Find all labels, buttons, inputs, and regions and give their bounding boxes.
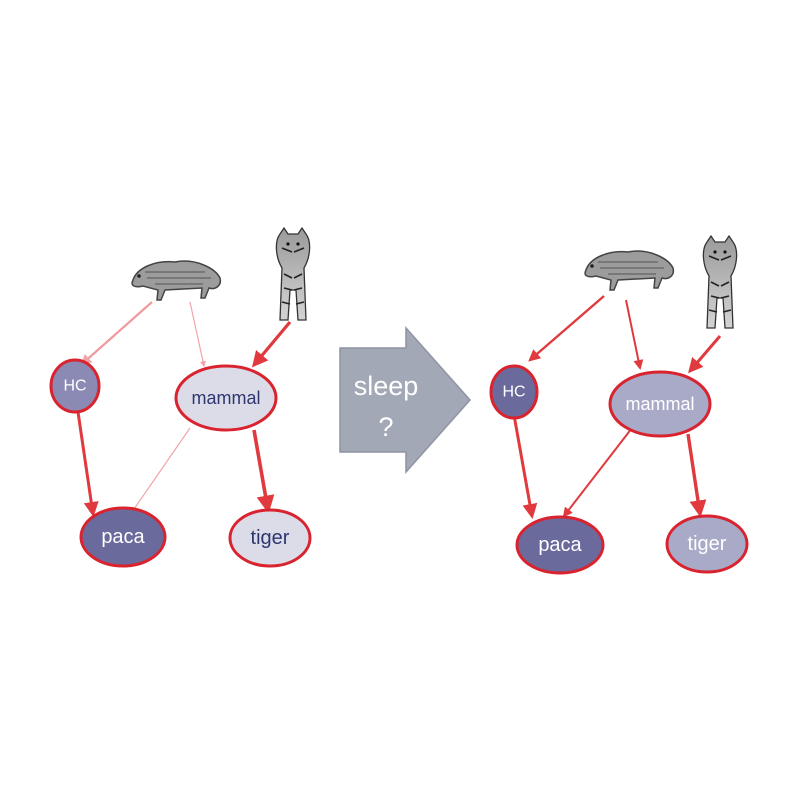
paca-icon xyxy=(131,260,222,301)
tiger-icon xyxy=(702,234,738,329)
node-hc-label: HC xyxy=(502,384,525,401)
edge-hc-to-paca xyxy=(76,411,99,517)
paca-icon xyxy=(584,250,675,291)
edge-mammal-to-paca xyxy=(562,427,633,518)
question-mark-label: ? xyxy=(378,412,393,442)
edge-mammal-to-tiger xyxy=(686,433,707,518)
node-hc-label: HC xyxy=(63,378,86,395)
after-panel: HC mammal paca tiger xyxy=(489,234,749,575)
node-tiger: tiger xyxy=(228,508,312,568)
sleep-label: sleep xyxy=(354,371,419,401)
node-paca-label: paca xyxy=(101,526,145,548)
edge-mammal-to-tiger xyxy=(252,429,275,514)
sleep-arrow: sleep ? xyxy=(339,326,472,474)
tiger-icon xyxy=(275,226,311,321)
node-paca: paca xyxy=(515,515,605,575)
node-hc: HC xyxy=(49,358,101,414)
node-tiger: tiger xyxy=(665,514,749,574)
edge-paca-to-hc xyxy=(528,295,605,362)
edge-mammal-to-paca xyxy=(131,427,191,513)
edge-tiger-to-mammal xyxy=(688,335,722,374)
edge-paca-to-mammal xyxy=(189,301,206,368)
node-mammal: mammal xyxy=(608,370,712,438)
edge-paca-to-mammal xyxy=(625,299,644,370)
before-panel: HC mammal paca tiger xyxy=(49,226,312,568)
node-tiger-label: tiger xyxy=(688,533,727,555)
edge-paca-to-hc xyxy=(80,301,153,366)
node-paca: paca xyxy=(79,506,167,568)
edge-tiger-to-mammal xyxy=(251,320,292,368)
node-hc: HC xyxy=(489,364,539,420)
node-mammal-label: mammal xyxy=(191,388,260,408)
node-mammal-label: mammal xyxy=(625,394,694,414)
node-tiger-label: tiger xyxy=(251,527,290,549)
node-paca-label: paca xyxy=(538,534,582,556)
edge-hc-to-paca xyxy=(512,414,538,519)
node-mammal: mammal xyxy=(174,364,278,432)
